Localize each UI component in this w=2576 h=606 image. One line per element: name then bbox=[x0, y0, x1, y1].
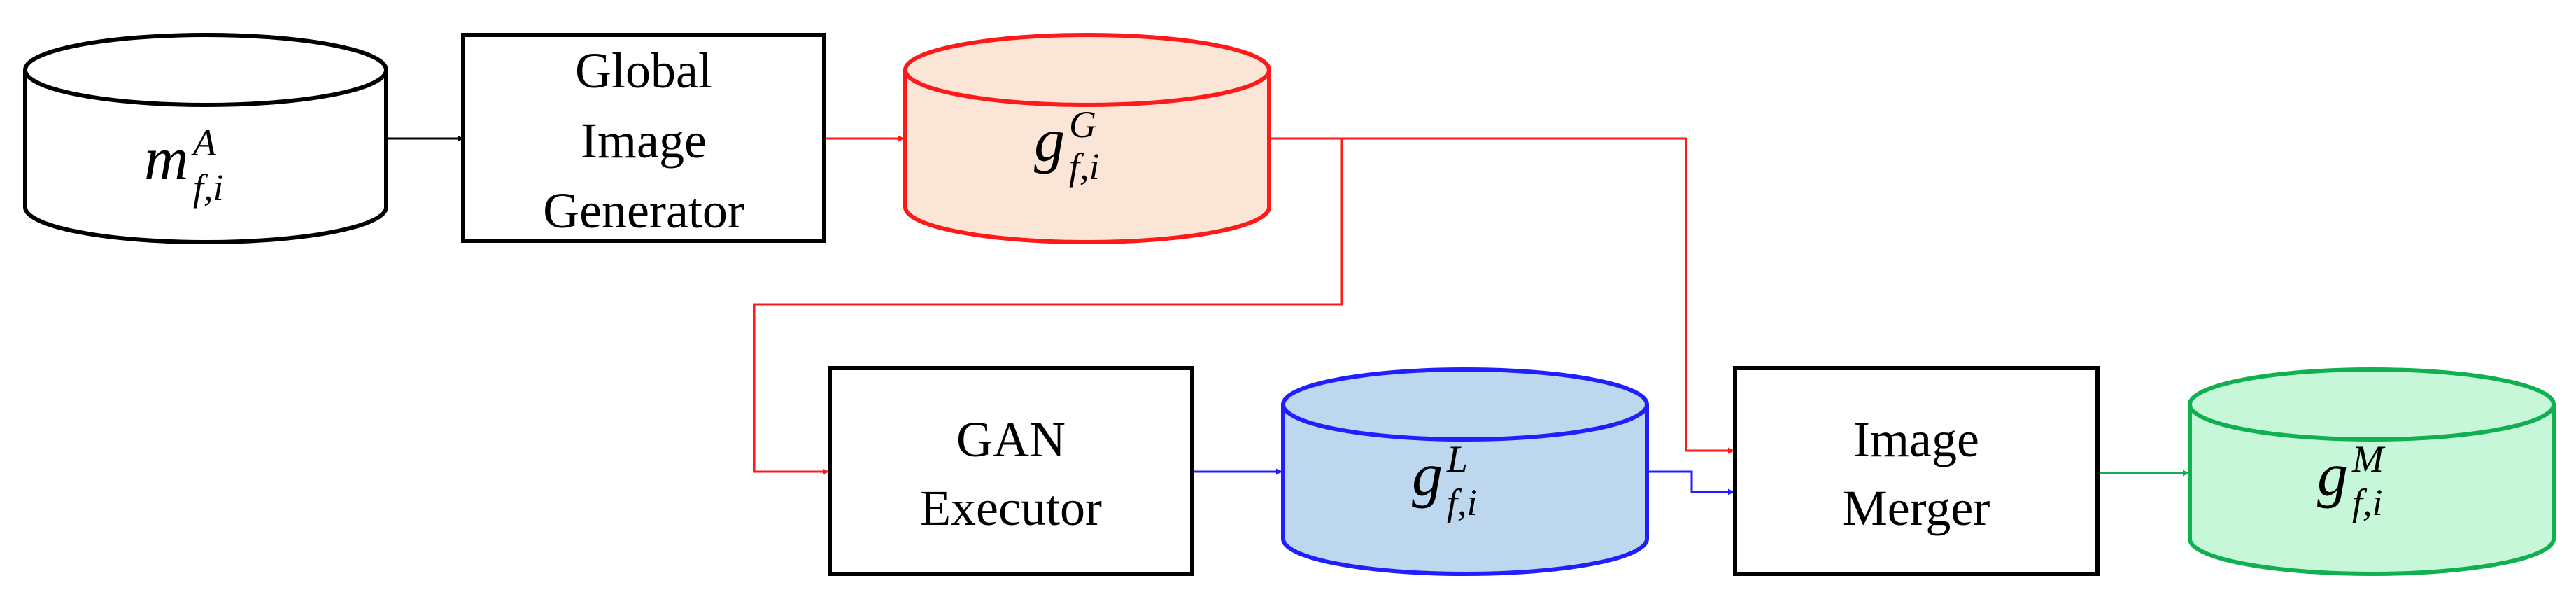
global-image-generator-box: Global Image Generator bbox=[461, 33, 826, 243]
process-label: Image bbox=[1853, 411, 1979, 467]
process-label: Executor bbox=[920, 480, 1102, 536]
datastore-label-sup: L bbox=[1446, 438, 1468, 480]
process-label: GAN bbox=[956, 411, 1066, 467]
arrow-gG-to-image-merger bbox=[1342, 137, 1734, 454]
datastore-label: g bbox=[1034, 107, 1065, 175]
datastore-label-sup: M bbox=[2351, 438, 2386, 480]
process-label: Image bbox=[581, 113, 707, 169]
datastore-g-L: g L f,i bbox=[1281, 367, 1649, 576]
datastore-label-sup: A bbox=[191, 122, 217, 164]
datastore-label: m bbox=[144, 125, 189, 193]
datastore-label-sub: f,i bbox=[1069, 146, 1100, 188]
datastore-label-sub: f,i bbox=[1447, 481, 1478, 523]
arrow-gL-to-image-merger bbox=[1647, 470, 1734, 495]
datastore-label: g bbox=[1412, 442, 1443, 509]
datastore-label-sub: f,i bbox=[193, 167, 224, 209]
arrow-gG-to-gan-executor bbox=[753, 137, 1343, 475]
gan-executor-box: GAN Executor bbox=[828, 366, 1194, 576]
datastore-label-sub: f,i bbox=[2352, 481, 2383, 523]
process-label: Global bbox=[575, 43, 712, 99]
process-label: Generator bbox=[543, 183, 744, 239]
image-merger-box: Image Merger bbox=[1733, 366, 2100, 576]
datastore-g-G: g G f,i bbox=[903, 33, 1271, 244]
datastore-g-M: g M f,i bbox=[2188, 367, 2556, 576]
datastore-label-sup: G bbox=[1069, 104, 1096, 146]
datastore-label: g bbox=[2317, 442, 2348, 509]
process-label: Merger bbox=[1843, 480, 1990, 536]
datastore-m-A: m A f,i bbox=[23, 33, 388, 244]
